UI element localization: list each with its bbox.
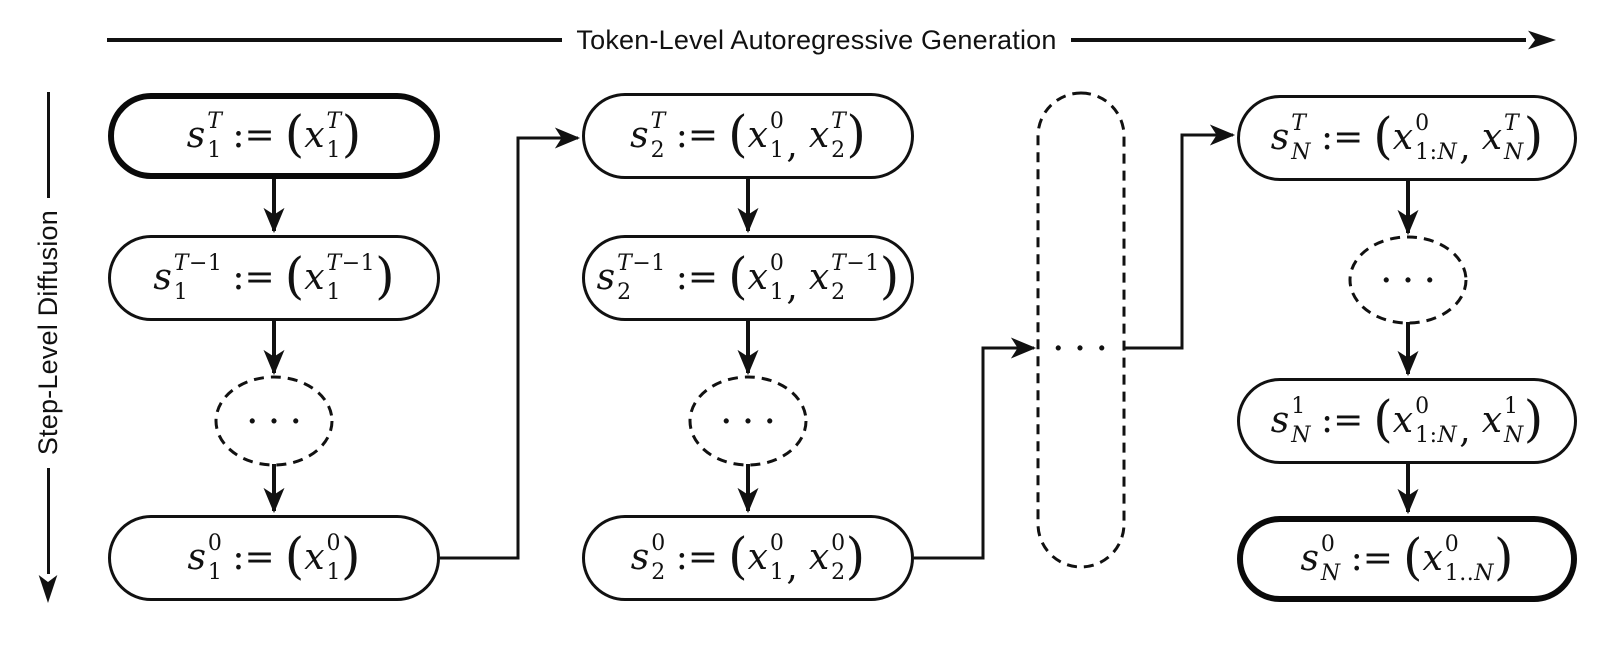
dots-label-col1: ···: [247, 404, 313, 438]
step-axis-label: Step-Level Diffusion: [32, 210, 63, 456]
token-level-axis: Token-Level Autoregressive Generation: [107, 20, 1556, 60]
token-axis-line-left: [107, 38, 563, 42]
down-arrowhead-icon: [38, 575, 58, 603]
dots-label-capsule: ···: [1053, 331, 1119, 365]
dashed-ellipse-col2: [688, 375, 808, 467]
connector-capsule-to-sNT: [1124, 124, 1236, 350]
step-level-axis: Step-Level Diffusion: [26, 92, 70, 603]
token-axis-label: Token-Level Autoregressive Generation: [576, 24, 1057, 55]
dots-label-col2: ···: [721, 404, 787, 438]
token-axis-line-right: [1070, 38, 1526, 42]
connector-s10-to-s2T: [440, 127, 581, 560]
dots-label-colN: ···: [1381, 263, 1447, 297]
right-arrowhead-icon: [1528, 30, 1556, 50]
dashed-ellipse-col1: [214, 375, 334, 467]
step-axis-line-bottom: [46, 467, 50, 574]
step-axis-line-top: [46, 92, 50, 199]
dashed-ellipse-colN: [1348, 235, 1468, 325]
dashed-capsule-middle-columns: [1036, 91, 1126, 569]
connector-s20-to-capsule: [914, 337, 1037, 560]
